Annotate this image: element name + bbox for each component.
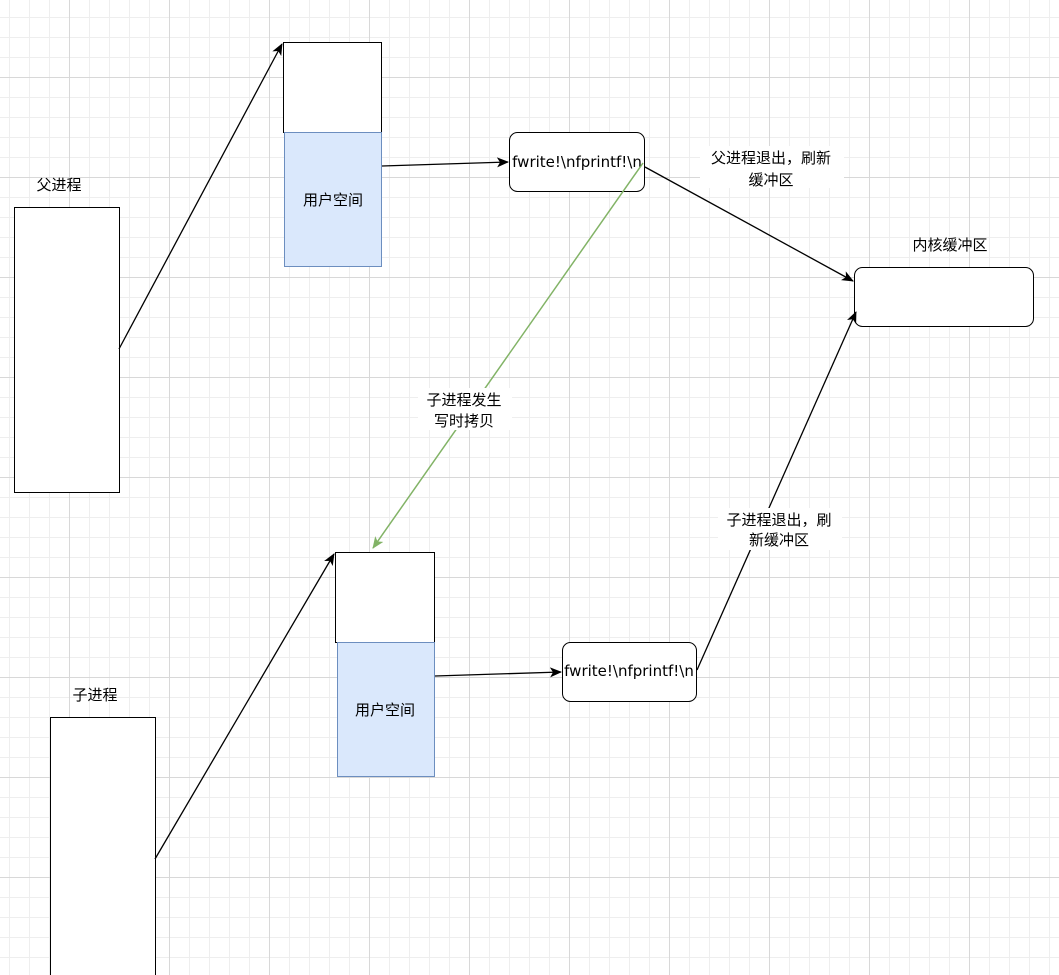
cow-note-bg bbox=[418, 388, 512, 430]
child-to-memory-arrow bbox=[154, 553, 335, 860]
child-buffer-label: fwrite!\nfprintf!\n bbox=[564, 662, 694, 680]
copy-on-write-note-line2: 写时拷贝 bbox=[434, 412, 494, 430]
child-user-space-box bbox=[337, 642, 435, 777]
parent-process-box bbox=[14, 207, 120, 493]
copy-on-write-note-line1: 子进程发生 bbox=[426, 391, 501, 409]
child-buffer-box bbox=[562, 642, 697, 702]
parent-userspace-to-buffer-arrow bbox=[381, 157, 509, 168]
parent-user-space-box bbox=[284, 132, 382, 267]
parent-exit-flush-arrow bbox=[644, 166, 854, 282]
parent-exit-note-bg bbox=[700, 146, 844, 188]
child-exit-note-bg bbox=[718, 508, 842, 550]
parent-process-label: 父进程 bbox=[36, 176, 81, 194]
copy-on-write-arrow bbox=[372, 162, 644, 549]
child-userspace-to-buffer-arrow bbox=[434, 667, 562, 678]
child-process-box bbox=[50, 717, 156, 975]
child-exit-note-line1: 子进程退出，刷 bbox=[726, 511, 831, 529]
parent-to-memory-arrow bbox=[118, 43, 283, 350]
child-process-label: 子进程 bbox=[72, 686, 117, 704]
child-user-space-label: 用户空间 bbox=[355, 701, 415, 719]
parent-user-space-label: 用户空间 bbox=[303, 191, 363, 209]
child-memory-top-box bbox=[335, 552, 435, 643]
parent-buffer-box bbox=[509, 132, 645, 192]
kernel-buffer-label: 内核缓冲区 bbox=[912, 236, 987, 254]
child-exit-note-line2: 新缓冲区 bbox=[749, 531, 809, 549]
kernel-buffer-box bbox=[854, 267, 1034, 327]
child-exit-flush-arrow bbox=[696, 311, 857, 671]
parent-exit-note-line1: 父进程退出，刷新 bbox=[711, 149, 831, 167]
parent-buffer-label: fwrite!\nfprintf!\n bbox=[512, 153, 642, 171]
parent-memory-top-box bbox=[283, 42, 382, 133]
parent-exit-note-line2: 缓冲区 bbox=[748, 171, 793, 189]
